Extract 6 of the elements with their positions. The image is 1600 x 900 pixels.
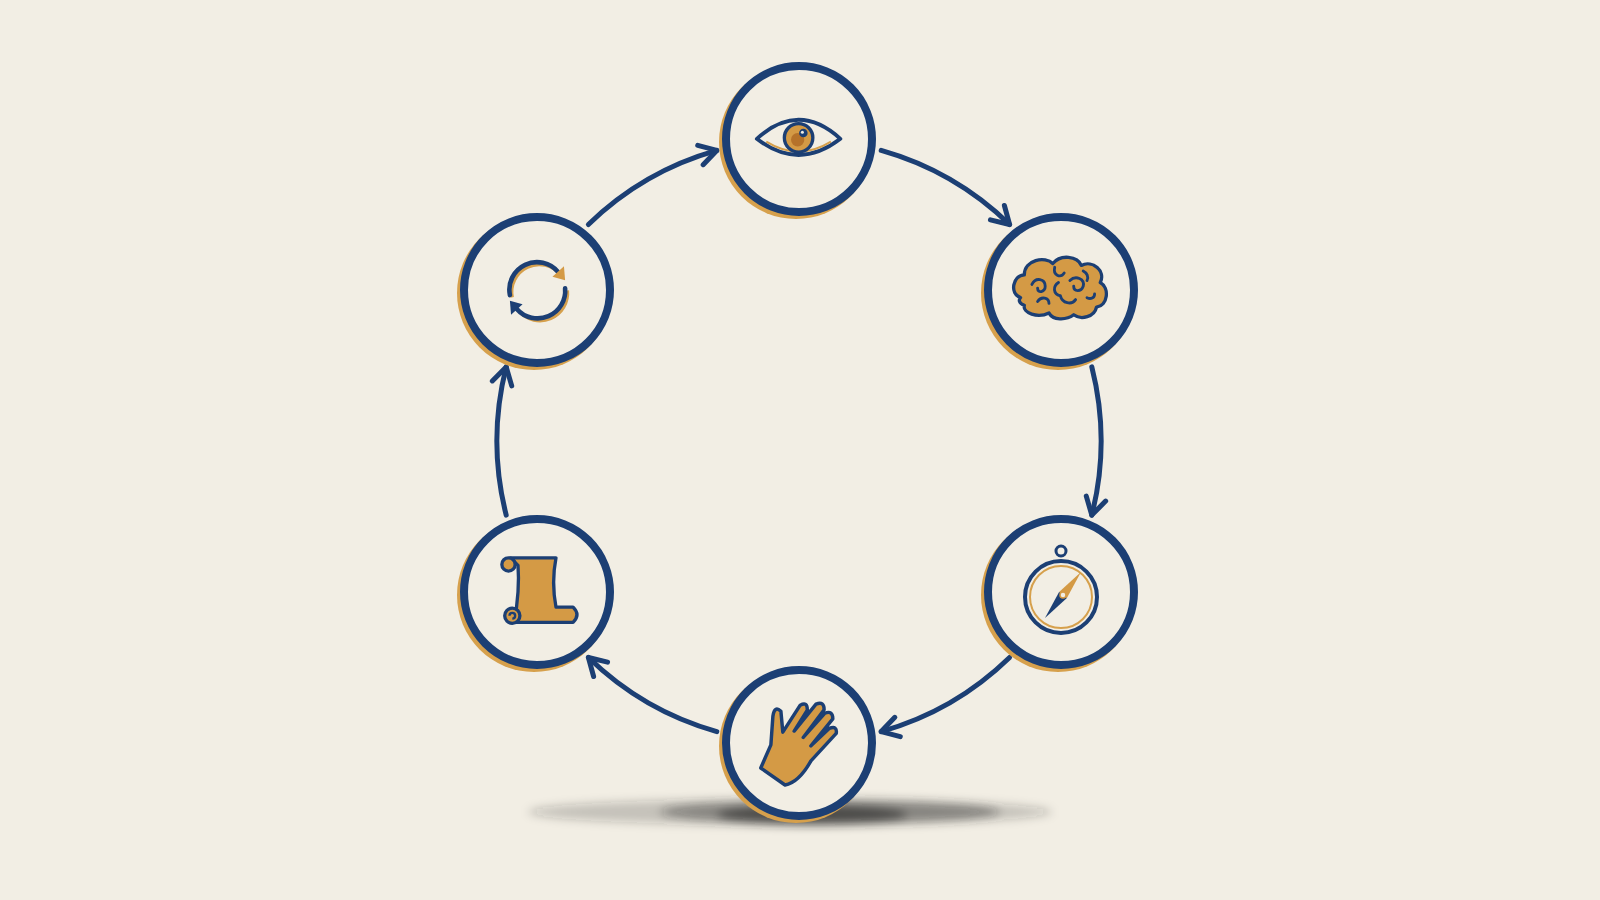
arrow xyxy=(585,144,720,227)
arrow xyxy=(490,364,516,518)
arrow xyxy=(878,147,1013,227)
arrow xyxy=(585,655,720,735)
arrow xyxy=(878,655,1013,738)
arrow xyxy=(1082,364,1108,518)
